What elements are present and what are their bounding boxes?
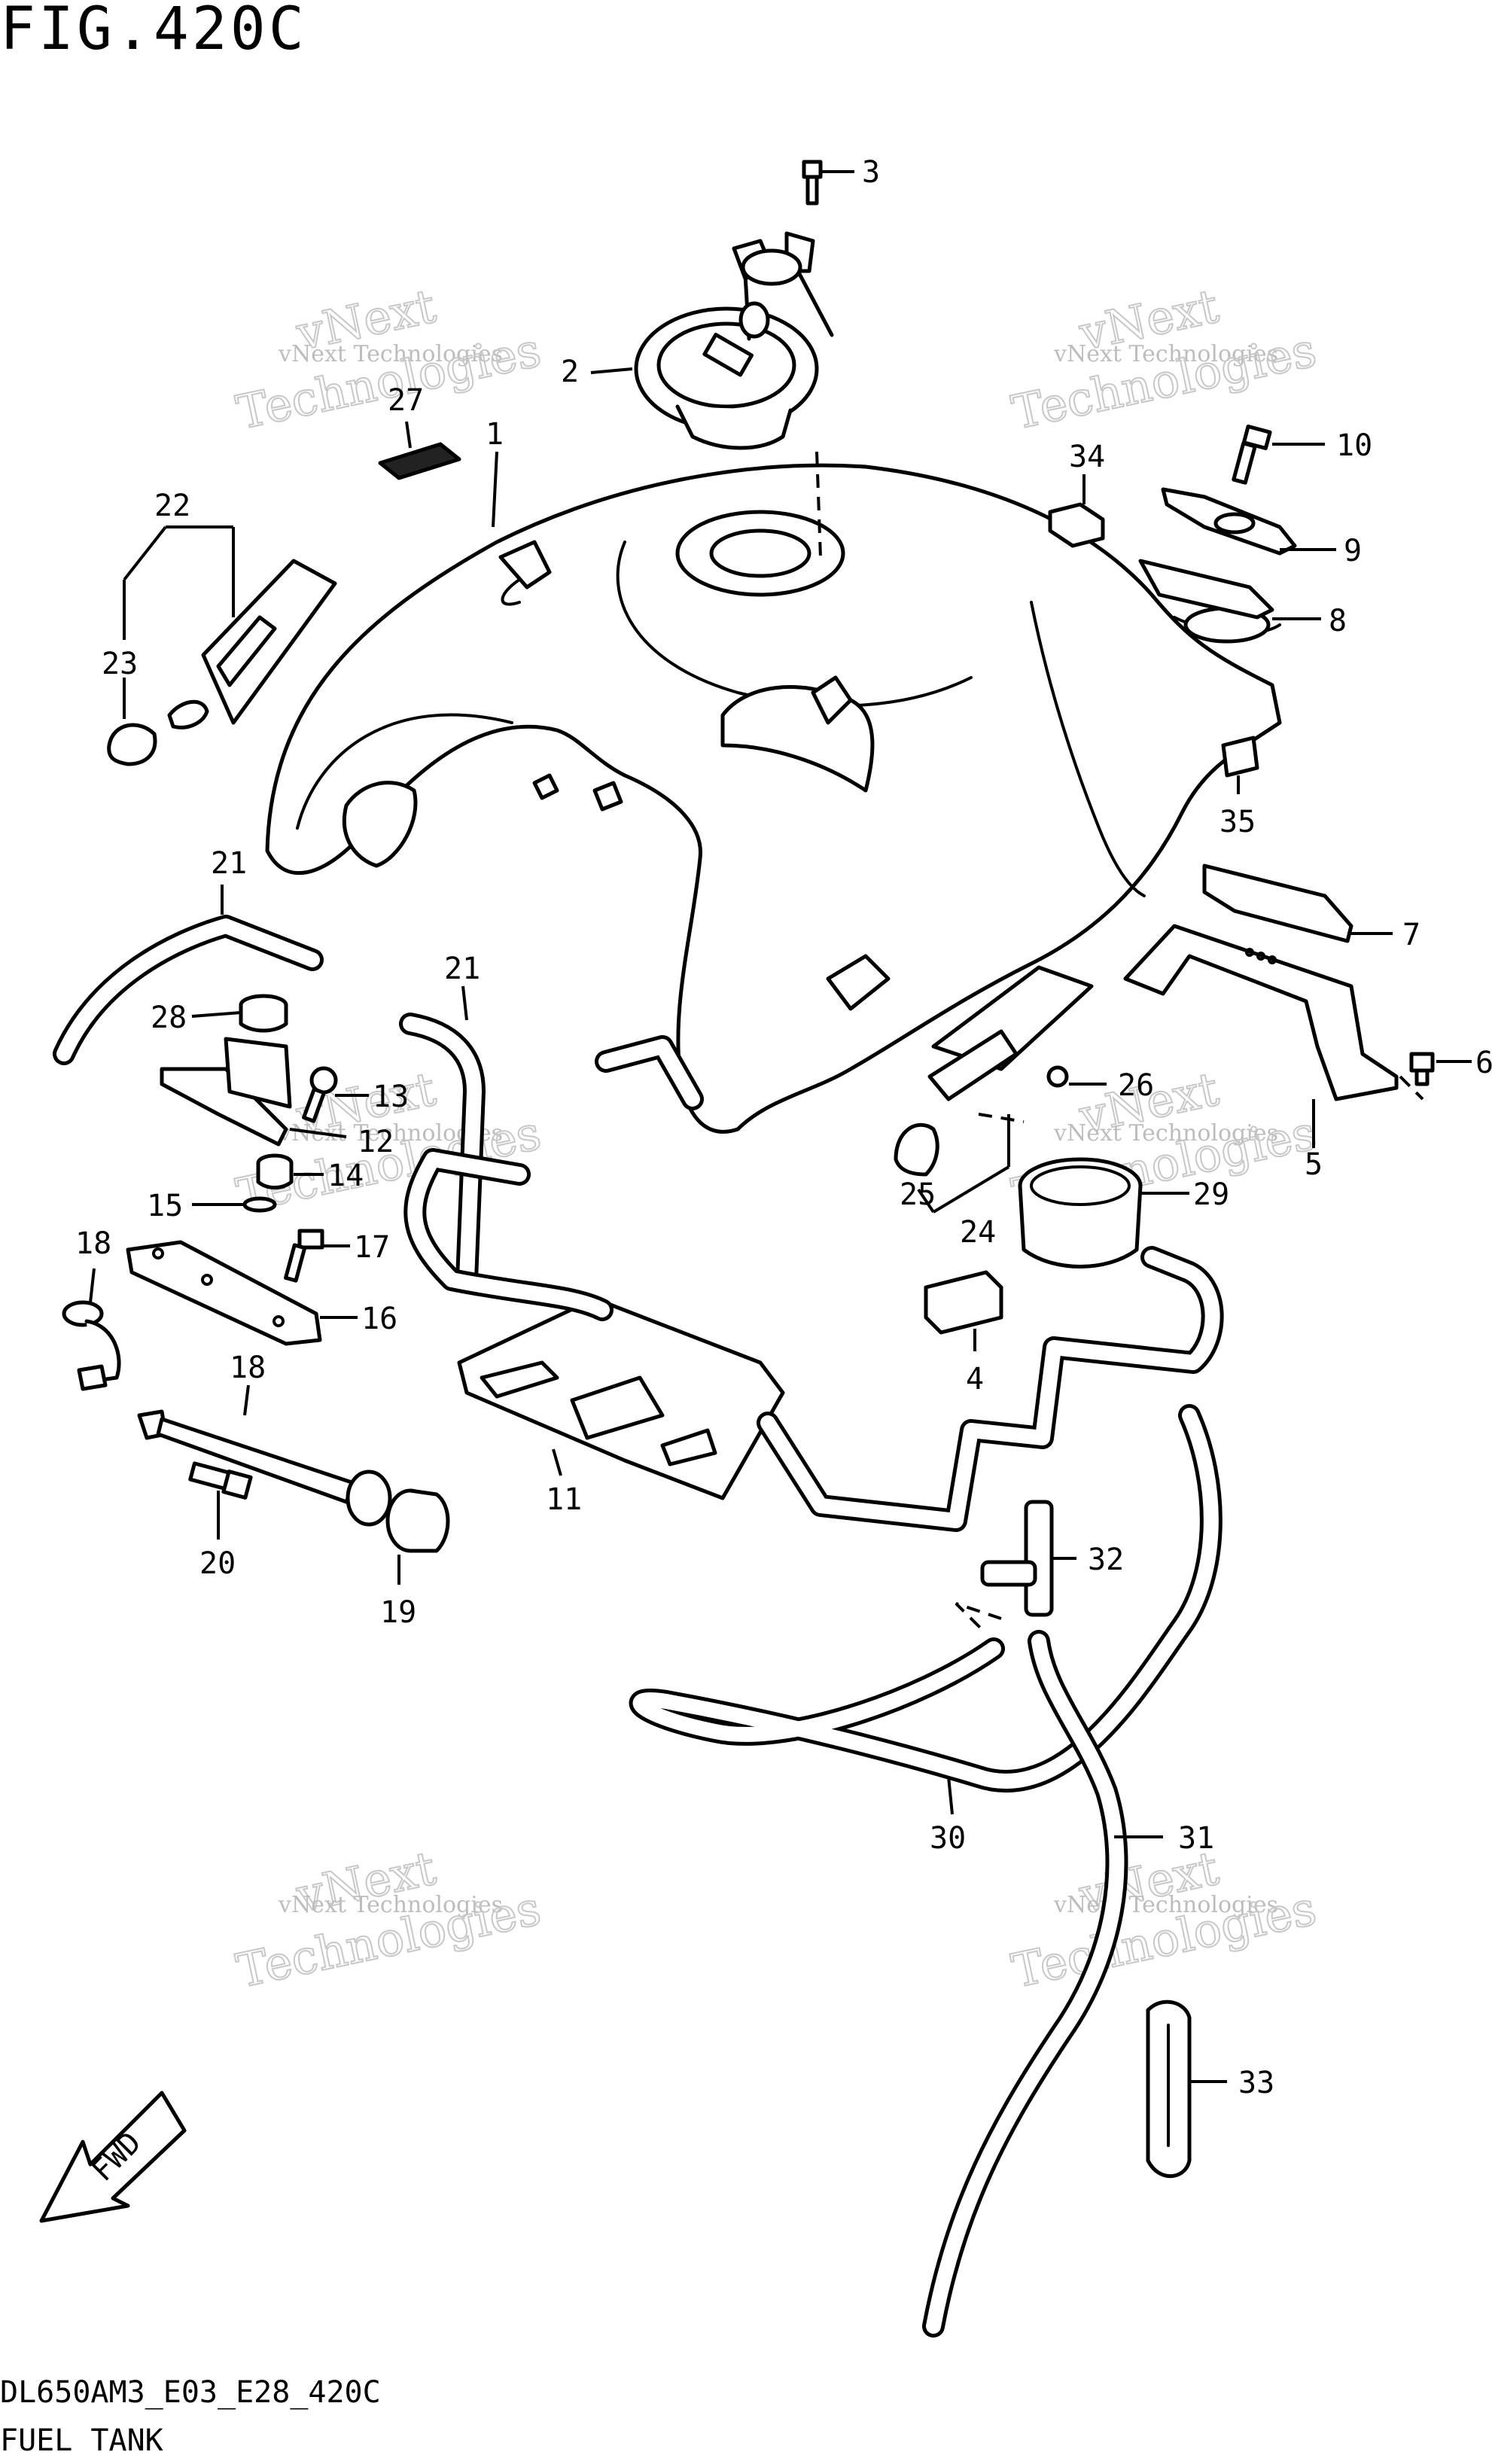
callout-19: 19: [380, 1595, 416, 1630]
plate-9: [1161, 487, 1297, 556]
cushion-35: [1221, 736, 1259, 778]
callout-1: 1: [486, 417, 504, 452]
watermark-top-right: vNext vNext Technologies Technologies: [1006, 278, 1322, 441]
svg-text:vNext Technologies: vNext Technologies: [1053, 341, 1278, 367]
figure-title: FIG.420C: [0, 0, 307, 63]
callout-13: 13: [373, 1080, 409, 1114]
bolt-6: [1409, 1052, 1435, 1086]
callout-12: 12: [358, 1125, 394, 1159]
callout-25: 25: [900, 1177, 936, 1212]
bushing-19: [385, 1488, 450, 1553]
callout-29: 29: [1193, 1177, 1229, 1212]
hose-30: [629, 1404, 1223, 1792]
callout-18b: 18: [230, 1351, 266, 1385]
callout-35: 35: [1219, 805, 1256, 839]
hose-21-left: [53, 915, 324, 1065]
clip-33: [1146, 2000, 1192, 2179]
callout-27: 27: [388, 383, 424, 418]
callout-18a: 18: [75, 1226, 111, 1261]
forward-arrow-icon: FWD: [39, 2091, 187, 2223]
callout-labels: 1 2 3 4 5 6 7 8 9 10 11 12 13 14 15 16 1…: [75, 155, 1492, 2100]
valve-24: [927, 965, 1094, 1101]
collar-14: [256, 1153, 294, 1189]
bolt-17: [284, 1229, 324, 1283]
bracket-12: [160, 1037, 292, 1147]
cushion-4: [924, 1270, 1003, 1335]
callout-34: 34: [1069, 440, 1105, 474]
callout-26: 26: [1118, 1068, 1154, 1103]
watermark-low-left: vNext vNext Technologies Technologies: [231, 1840, 547, 2000]
watermark-low-right: vNext vNext Technologies Technologies: [1006, 1840, 1322, 2000]
callout-20: 20: [199, 1546, 236, 1581]
callout-15: 15: [147, 1189, 183, 1223]
heat-shield-11: [457, 1296, 785, 1500]
callout-5: 5: [1305, 1147, 1323, 1182]
callout-6: 6: [1475, 1046, 1492, 1080]
callout-23: 23: [102, 647, 138, 681]
label-27: [378, 442, 461, 480]
callout-7: 7: [1402, 918, 1420, 952]
callout-33: 33: [1238, 2066, 1274, 2100]
callout-11: 11: [546, 1482, 582, 1517]
bolt-18-top: [62, 1300, 121, 1391]
rubber-pad-7: [1202, 863, 1353, 943]
hose-21-mid: [399, 1013, 486, 1291]
callout-31: 31: [1178, 1821, 1214, 1856]
callout-30: 30: [930, 1821, 966, 1856]
rubber-pad-8: [1138, 559, 1274, 620]
washer-15: [242, 1196, 277, 1213]
assembly-lines: [815, 451, 1424, 1635]
callout-3: 3: [862, 155, 880, 190]
svg-text:vNext Technologies: vNext Technologies: [278, 341, 503, 367]
svg-text:vNext Technologies: vNext Technologies: [278, 1892, 503, 1918]
side-cover-22: [167, 559, 337, 729]
callout-9: 9: [1344, 534, 1362, 568]
bolt-18-bottom: [137, 1409, 392, 1527]
cap-25: [894, 1122, 939, 1177]
callout-17: 17: [354, 1230, 390, 1265]
callout-21b: 21: [444, 952, 480, 986]
bolt-10: [1232, 424, 1272, 485]
label-34: [1048, 502, 1105, 548]
svg-text:vNext Technologies: vNext Technologies: [1053, 1892, 1278, 1918]
bolt-26: [1046, 1065, 1069, 1088]
callout-14: 14: [327, 1159, 364, 1193]
model-code: DL650AM3_E03_E28_420C: [0, 2375, 381, 2410]
svg-text:vNext Technologies: vNext Technologies: [1053, 1120, 1278, 1147]
section-name: FUEL TANK: [0, 2423, 163, 2458]
callout-28: 28: [151, 1001, 187, 1035]
bracket-16: [126, 1240, 322, 1346]
callout-8: 8: [1329, 604, 1347, 638]
callout-24: 24: [960, 1215, 996, 1250]
hose-31: [922, 1630, 1128, 2338]
tank-outline-tube: [403, 1035, 1224, 1532]
callout-10: 10: [1336, 428, 1372, 463]
rear-bracket-5: [1123, 924, 1399, 1101]
callout-22: 22: [154, 489, 190, 523]
fuel-cap-assembly: [634, 231, 834, 450]
callout-4: 4: [966, 1362, 984, 1396]
callout-16: 16: [361, 1302, 397, 1336]
leader-lines: [89, 170, 1472, 2083]
gasket-29: [1018, 1157, 1143, 1269]
bolt-20: [188, 1461, 253, 1500]
cushion-28: [239, 994, 288, 1033]
cap-23: [107, 723, 157, 766]
callout-21a: 21: [211, 846, 247, 881]
callout-32: 32: [1088, 1543, 1124, 1577]
callout-2: 2: [561, 355, 579, 389]
screw-3: [802, 160, 823, 206]
bolt-13: [302, 1066, 338, 1123]
joint-32: [980, 1500, 1054, 1617]
